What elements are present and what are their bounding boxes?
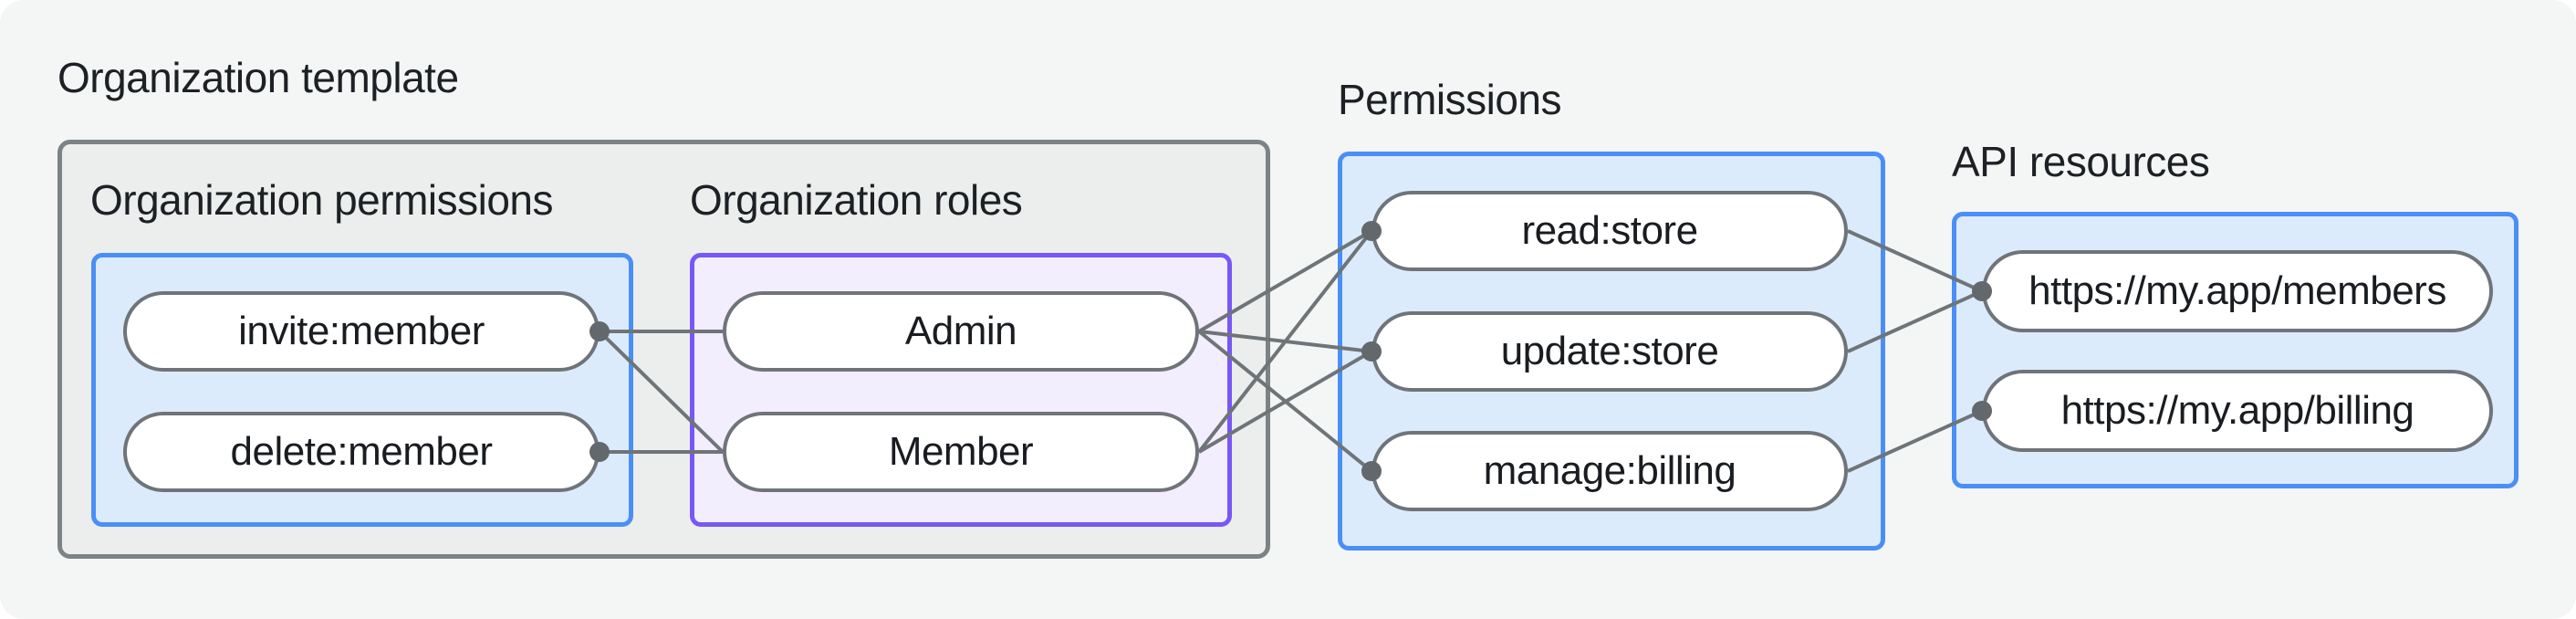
node-invite-member: invite:member — [123, 291, 600, 372]
node-read-store: read:store — [1371, 191, 1848, 271]
node-delete-member: delete:member — [123, 412, 600, 492]
node-update-store: update:store — [1371, 311, 1848, 392]
node-member-role: Member — [723, 412, 1199, 492]
organization-roles-label: Organization roles — [690, 176, 1023, 224]
node-api-billing: https://my.app/billing — [1982, 370, 2493, 452]
organization-permissions-label: Organization permissions — [90, 176, 554, 224]
permissions-label: Permissions — [1338, 76, 1562, 123]
node-admin-role: Admin — [723, 291, 1199, 372]
node-api-members: https://my.app/members — [1982, 250, 2493, 332]
node-manage-billing: manage:billing — [1371, 431, 1848, 511]
api-resources-label: API resources — [1952, 138, 2210, 185]
organization-template-title: Organization template — [57, 54, 459, 101]
